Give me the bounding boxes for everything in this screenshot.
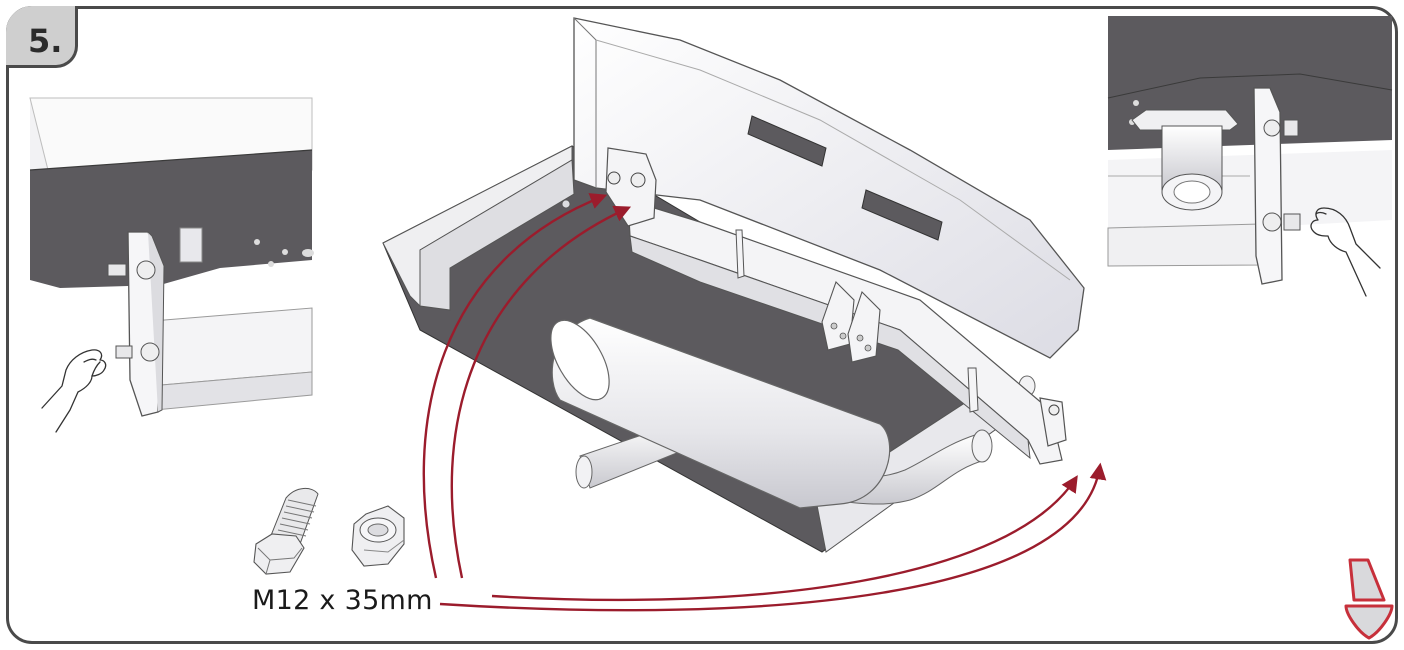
hand-icon <box>41 349 107 433</box>
next-page-icon[interactable] <box>1344 558 1394 640</box>
direction-arrows <box>422 193 1107 612</box>
right-detail-view <box>1107 16 1393 297</box>
arrow-to-rear-bolt-1 <box>491 475 1078 602</box>
left-detail-view <box>29 97 314 433</box>
hand-icon <box>1310 207 1381 297</box>
fastener-size-label: M12 x 35mm <box>252 585 433 616</box>
arrow-to-rear-bolt-2 <box>439 462 1107 612</box>
arrow-to-front-bolt-1 <box>422 193 608 579</box>
main-assembly <box>382 17 1085 553</box>
bolt-icon <box>253 488 319 575</box>
nut-icon <box>351 505 405 567</box>
step-number: 5. <box>28 22 63 60</box>
arrow-to-front-bolt-2 <box>450 205 632 579</box>
step-tab: 5. <box>6 6 78 68</box>
